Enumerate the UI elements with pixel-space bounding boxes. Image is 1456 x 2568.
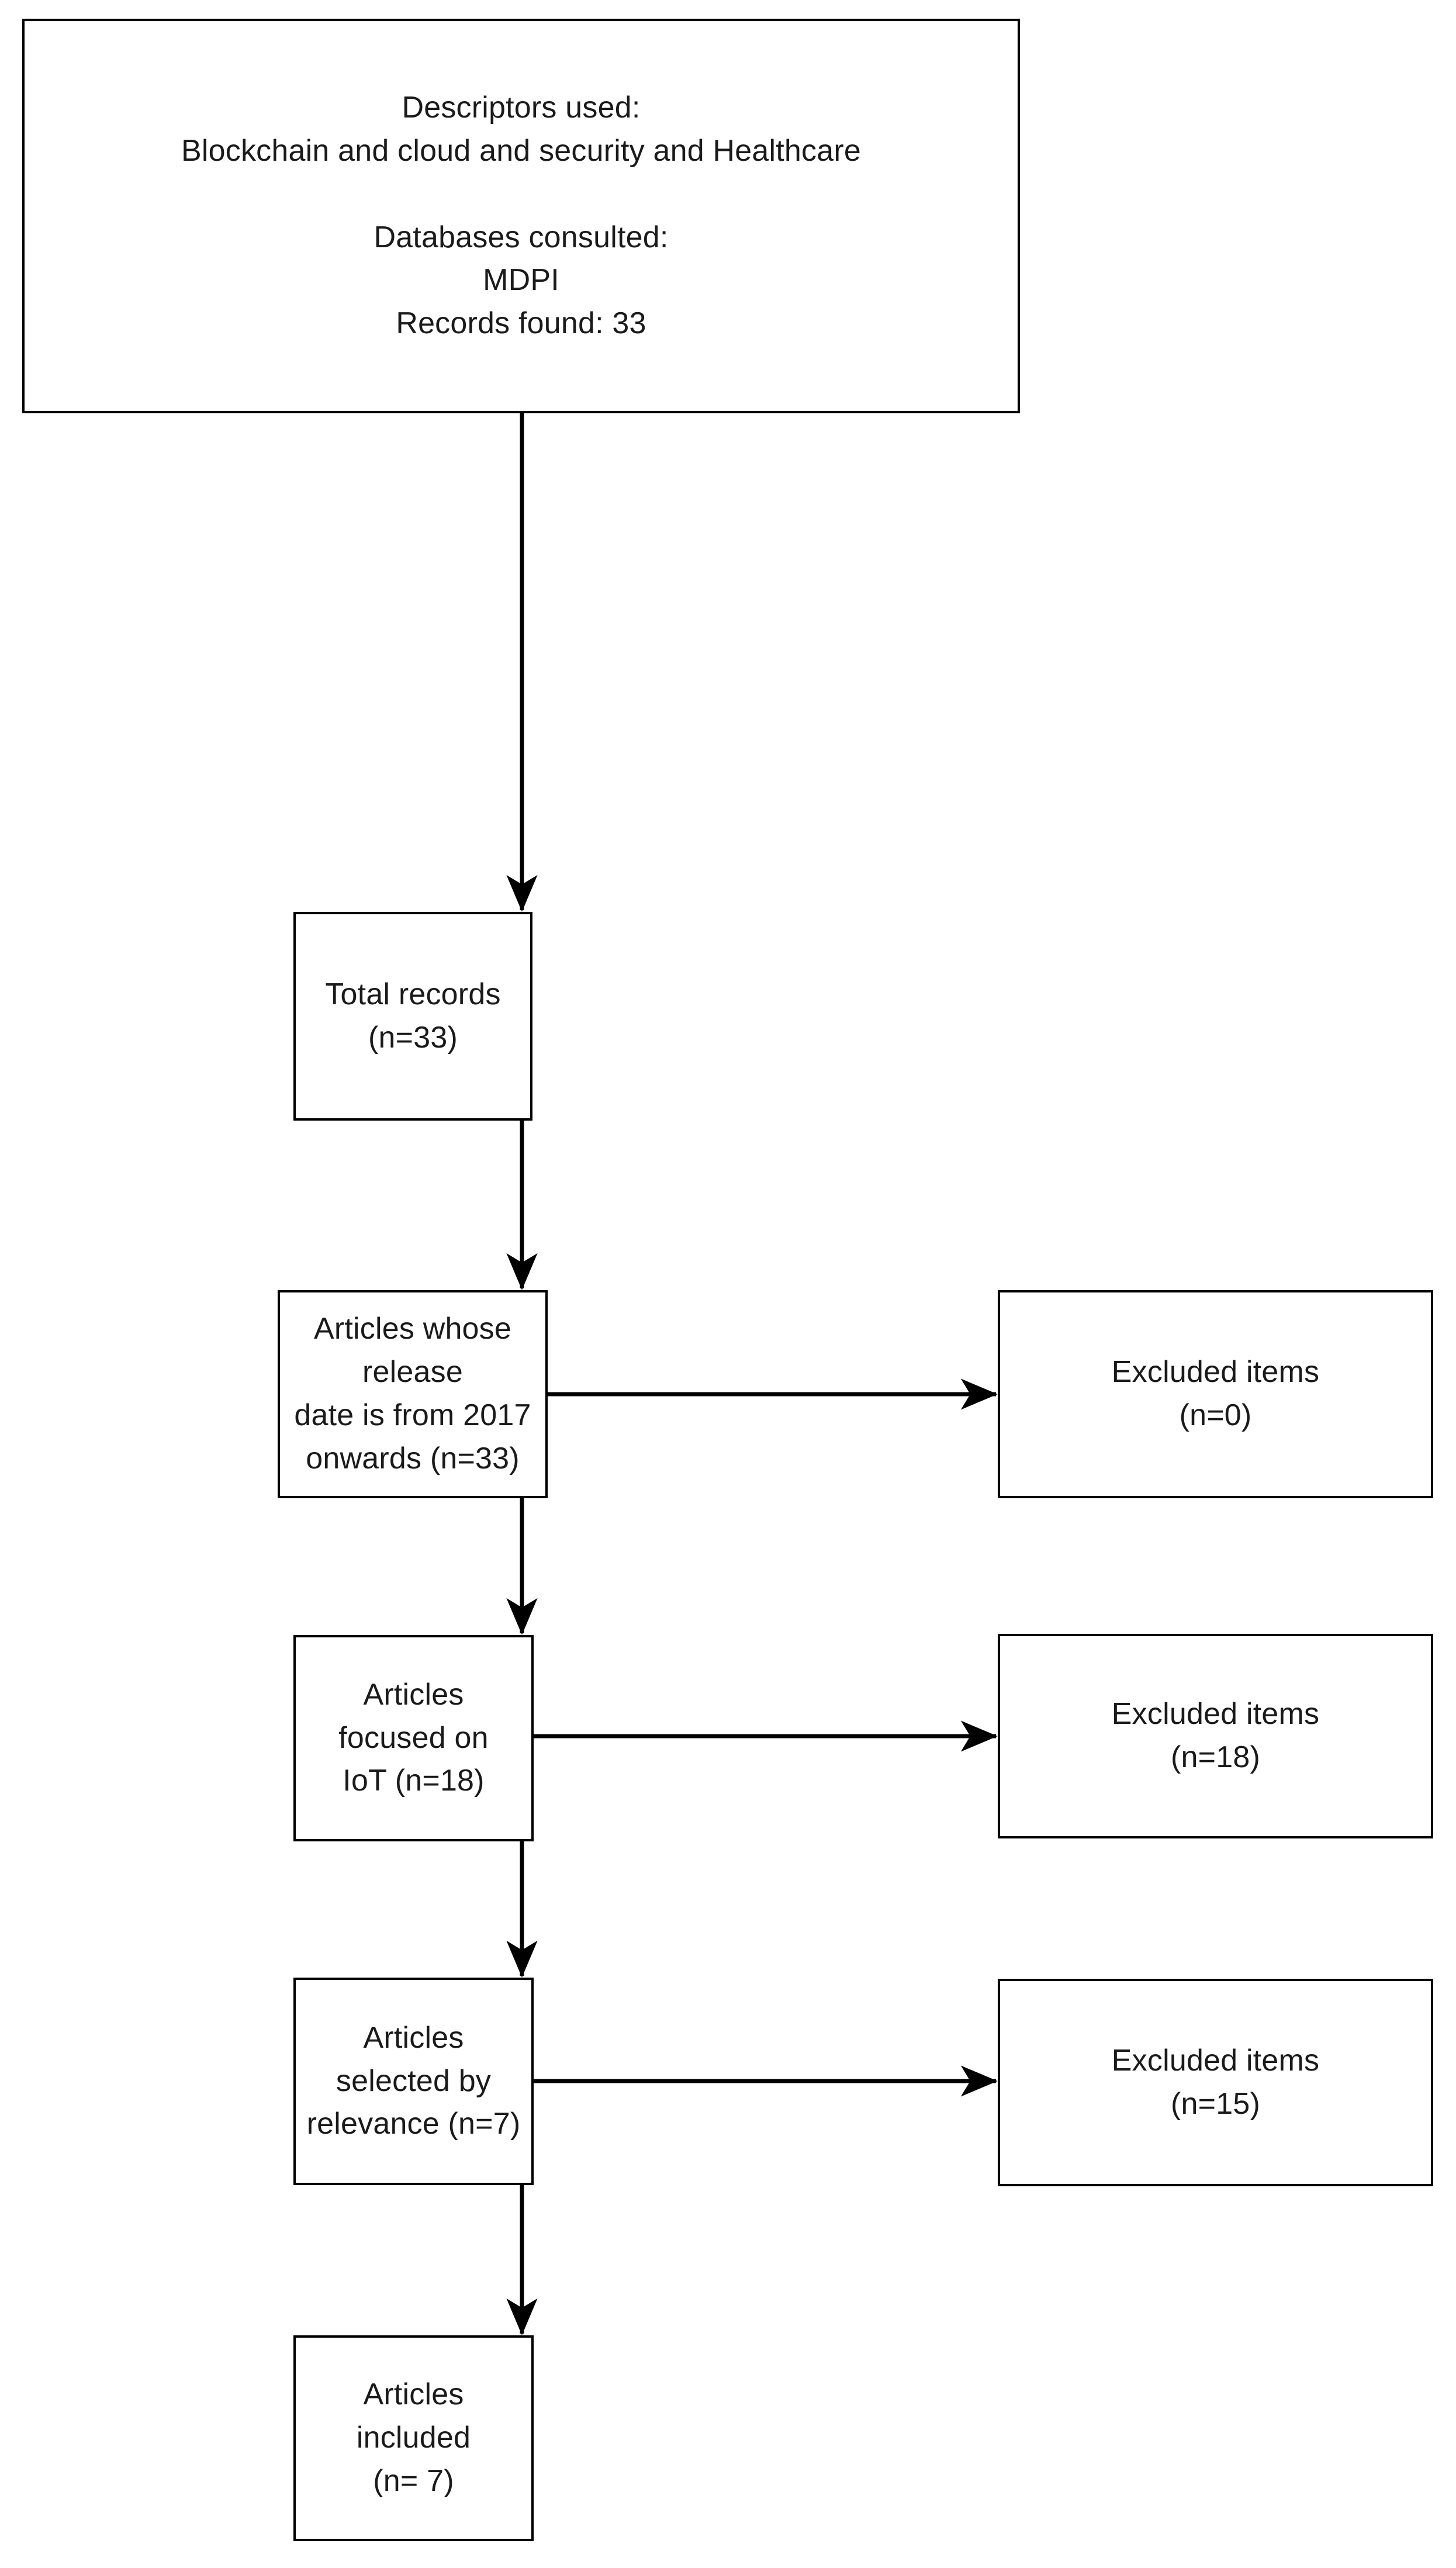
- excluded-items-iot-text: Excluded items (n=18): [1111, 1697, 1320, 1774]
- search-strategy-text: Descriptors used: Blockchain and cloud a…: [181, 91, 861, 341]
- release-date-filter-text: Articles whose release date is from 2017…: [294, 1312, 531, 1475]
- iot-focus-box: Articles focused on IoT (n=18): [293, 1635, 534, 1841]
- articles-included-box: Articles included (n= 7): [293, 2335, 534, 2541]
- excluded-items-relevance-box: Excluded items (n=15): [998, 1979, 1433, 2186]
- articles-included-text: Articles included (n= 7): [356, 2377, 471, 2498]
- excluded-items-relevance-text: Excluded items (n=15): [1111, 2043, 1320, 2121]
- iot-focus-text: Articles focused on IoT (n=18): [338, 1677, 489, 1798]
- total-records-text: Total records (n=33): [325, 977, 501, 1055]
- excluded-items-year-text: Excluded items (n=0): [1111, 1355, 1320, 1432]
- release-date-filter-box: Articles whose release date is from 2017…: [278, 1290, 548, 1498]
- relevance-selection-text: Articles selected by relevance (n=7): [306, 2020, 521, 2141]
- search-strategy-box: Descriptors used: Blockchain and cloud a…: [22, 19, 1020, 413]
- total-records-box: Total records (n=33): [293, 912, 532, 1121]
- excluded-items-year-box: Excluded items (n=0): [998, 1290, 1433, 1498]
- excluded-items-iot-box: Excluded items (n=18): [998, 1634, 1433, 1838]
- relevance-selection-box: Articles selected by relevance (n=7): [293, 1978, 534, 2185]
